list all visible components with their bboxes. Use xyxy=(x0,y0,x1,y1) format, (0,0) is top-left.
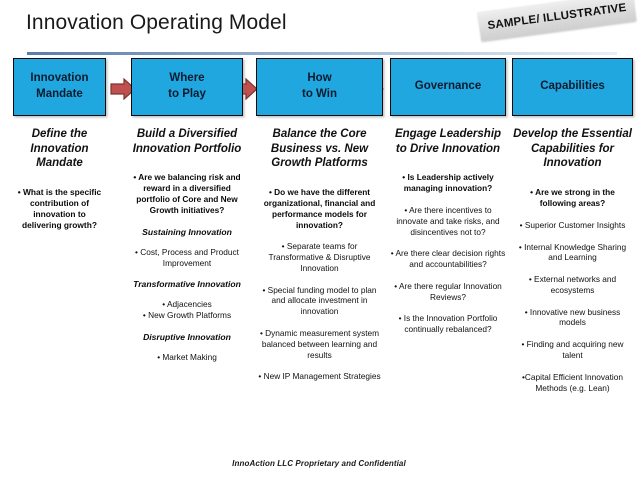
stage-box-3[interactable]: How to Win xyxy=(256,58,383,116)
body-bullet: • Cost, Process and Product Improvement xyxy=(135,246,239,268)
body-bullet: • Finding and acquiring new talent xyxy=(521,339,624,360)
stage-subhead-2: Build a Diversified Innovation Portfolio xyxy=(132,128,242,155)
stage-box-3-label: How to Win xyxy=(301,72,338,100)
body-bullet: • Superior Customer Insights xyxy=(519,219,626,230)
body-bullet: • Separate teams for Transformative & Di… xyxy=(268,241,371,273)
body-bullet: • Are there incentives to innovate and t… xyxy=(396,205,500,237)
body-key-question: • Is Leadership actively managing innova… xyxy=(402,172,494,194)
column-how-to-win[interactable]: How to Win Balance the Core Business vs.… xyxy=(256,58,383,393)
stage-subhead-3: Balance the Core Business vs. New Growth… xyxy=(270,128,369,170)
flow-arrow-1 xyxy=(110,78,136,100)
stage-subhead-5: Develop the Essential Capabilities for I… xyxy=(513,128,632,170)
column-governance[interactable]: Governance Engage Leadership to Drive In… xyxy=(390,58,506,346)
body-bullet: • External networks and ecosystems xyxy=(528,274,617,295)
body-bullet: •Capital Efficient Innovation Methods (e… xyxy=(522,371,623,393)
body-key-question: • What is the specific contribution of i… xyxy=(17,187,102,230)
body-bullet: • Are there regular Innovation Reviews? xyxy=(394,280,502,302)
stage-box-4[interactable]: Governance xyxy=(390,58,506,116)
body-bullet: • Adjacencies • New Growth Platforms xyxy=(142,299,232,321)
stage-body-5: • Are we strong in the following areas? •… xyxy=(512,187,633,393)
stage-box-5[interactable]: Capabilities xyxy=(512,58,633,116)
stage-subhead-1: Define the Innovation Mandate xyxy=(30,128,89,170)
column-innovation-mandate[interactable]: Innovation Mandate Define the Innovation… xyxy=(13,58,106,242)
body-key-question: • Are we balancing risk and reward in a … xyxy=(133,172,241,215)
body-bullet: • Internal Knowledge Sharing and Learnin… xyxy=(518,241,627,263)
stage-box-1-label: Innovation Mandate xyxy=(30,72,89,100)
body-bullet: • New IP Management Strategies xyxy=(258,371,381,382)
banner-label: SAMPLE/ ILLUSTRATIVE xyxy=(486,1,628,32)
body-subheading: Transformative Innovation xyxy=(133,279,241,290)
body-subheading: Sustaining Innovation xyxy=(142,226,232,237)
stage-box-5-label: Capabilities xyxy=(540,80,605,93)
stage-body-4: • Is Leadership actively managing innova… xyxy=(390,172,506,335)
footer-confidentiality: InnoAction LLC Proprietary and Confident… xyxy=(232,459,406,468)
title-divider xyxy=(27,52,617,55)
stage-box-1[interactable]: Innovation Mandate xyxy=(13,58,106,116)
body-bullet: • Dynamic measurement system balanced be… xyxy=(259,327,380,360)
stage-body-2: • Are we balancing risk and reward in a … xyxy=(131,172,243,363)
column-where-to-play[interactable]: Where to Play Build a Diversified Innova… xyxy=(131,58,243,374)
stage-box-2-label: Where to Play xyxy=(168,72,206,100)
page-title: Innovation Operating Model xyxy=(26,11,287,34)
body-bullet: • Are there clear decision rights and ac… xyxy=(390,248,506,270)
body-key-question: • Are we strong in the following areas? xyxy=(530,187,615,208)
stage-subhead-4: Engage Leadership to Drive Innovation xyxy=(394,128,502,155)
stage-box-2[interactable]: Where to Play xyxy=(131,58,243,116)
body-bullet: • Innovative new business models xyxy=(524,306,621,328)
body-bullet: • Is the Innovation Portfolio continuall… xyxy=(398,313,498,335)
stage-box-4-label: Governance xyxy=(414,80,482,93)
sample-illustrative-banner: SAMPLE/ ILLUSTRATIVE xyxy=(477,0,637,42)
stage-body-3: • Do we have the different organizationa… xyxy=(256,187,383,382)
body-bullet: • Special funding model to plan and allo… xyxy=(262,284,377,317)
column-capabilities[interactable]: Capabilities Develop the Essential Capab… xyxy=(512,58,633,404)
body-bullet: • Market Making xyxy=(157,352,217,363)
body-key-question: • Do we have the different organizationa… xyxy=(263,187,376,230)
body-subheading: Disruptive Innovation xyxy=(143,332,231,343)
stage-body-1: • What is the specific contribution of i… xyxy=(13,187,106,231)
